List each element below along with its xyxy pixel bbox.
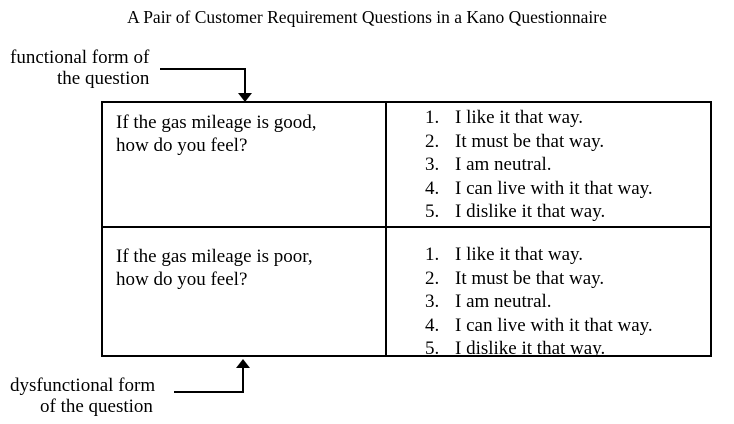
option-item: 5. I dislike it that way.	[425, 337, 710, 355]
functional-form-label: functional form of the question	[10, 47, 149, 89]
option-label: I can live with it that way.	[455, 177, 653, 199]
option-label: I dislike it that way.	[455, 338, 606, 355]
dysfunctional-question-cell: If the gas mileage is poor, how do you f…	[103, 228, 387, 355]
dysfunctional-options-cell: 1. I like it that way. 2. It must be that …	[387, 228, 710, 355]
option-number: 4.	[425, 177, 440, 199]
dysfunctional-form-label-line1: dysfunctional form	[10, 375, 156, 396]
option-label: I like it that way.	[455, 107, 584, 128]
option-label: I dislike it that way.	[455, 201, 606, 222]
option-item: 3. I am neutral.	[425, 290, 710, 314]
option-number: 3.	[425, 154, 440, 175]
option-number: 4.	[425, 314, 440, 336]
option-number: 2.	[425, 267, 440, 289]
option-label: I am neutral.	[455, 291, 552, 312]
arrow-up-icon	[236, 359, 250, 368]
option-item: 2. It must be that way.	[425, 130, 710, 154]
option-item: 1. I like it that way.	[425, 106, 710, 130]
option-label: I am neutral.	[455, 154, 552, 175]
functional-question-line1: If the gas mileage is good,	[116, 112, 317, 133]
option-number: 1.	[425, 107, 440, 128]
option-item: 3. I am neutral.	[425, 153, 710, 177]
functional-form-label-line2: the question	[57, 68, 150, 89]
option-label: I can live with it that way.	[455, 314, 653, 336]
option-item: 4. I can live with it that way.	[425, 177, 710, 201]
option-number: 2.	[425, 130, 440, 152]
option-number: 5.	[425, 338, 440, 355]
option-item: 1. I like it that way.	[425, 243, 710, 267]
option-number: 5.	[425, 201, 440, 222]
functional-connector-horizontal-line	[160, 68, 246, 70]
kano-question-table: If the gas mileage is good, how do you f…	[101, 101, 712, 357]
dysfunctional-question-line2: how do you feel?	[116, 269, 248, 290]
dysfunctional-form-label: dysfunctional form of the question	[10, 375, 155, 417]
option-label: I like it that way.	[455, 244, 584, 265]
option-number: 1.	[425, 244, 440, 265]
option-label: It must be that way.	[455, 267, 605, 289]
dysfunctional-form-label-line2: of the question	[40, 396, 153, 417]
figure-title: A Pair of Customer Requirement Questions…	[127, 7, 607, 27]
option-item: 2. It must be that way.	[425, 267, 710, 291]
option-item: 4. I can live with it that way.	[425, 314, 710, 338]
functional-question-cell: If the gas mileage is good, how do you f…	[103, 103, 387, 228]
functional-options-cell: 1. I like it that way. 2. It must be that …	[387, 103, 710, 228]
arrow-down-icon	[238, 93, 252, 102]
option-label: It must be that way.	[455, 130, 605, 152]
option-item: 5. I dislike it that way.	[425, 200, 710, 224]
option-number: 3.	[425, 291, 440, 312]
dysfunctional-question-line1: If the gas mileage is poor,	[116, 246, 313, 267]
functional-form-label-line1: functional form of	[10, 47, 150, 68]
functional-question-line2: how do you feel?	[116, 135, 248, 156]
dysfunctional-connector-vertical-line	[242, 367, 244, 392]
functional-connector-vertical-line	[244, 68, 246, 95]
dysfunctional-connector-horizontal-line	[174, 391, 244, 393]
